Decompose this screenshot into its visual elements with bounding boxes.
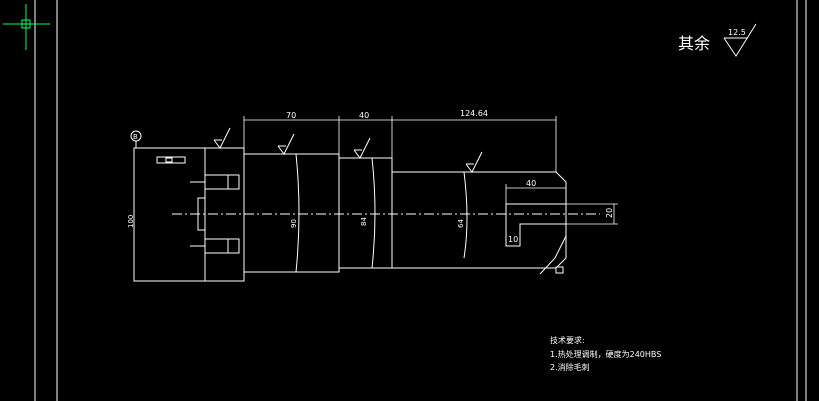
surface-finish-note[interactable]: 其余 12.5 [678,23,757,57]
drawing-frame [34,0,807,401]
dim-len-section-2[interactable]: 40 [359,111,369,120]
dimension-lines [243,116,618,225]
dim-slot-depth[interactable]: 10 [508,235,518,244]
datum-symbol: B [130,130,142,148]
surface-finish-label: 其余 [678,34,710,53]
dim-len-section-1[interactable]: 70 [286,111,296,120]
dim-dia-step-3[interactable]: 64 [457,219,465,228]
roughness-symbol-icon [723,23,757,57]
tech-requirements-title: 技术要求: [550,335,585,345]
roughness-symbols [213,127,567,275]
tech-requirement-item: 1.热处理调制，硬度为240HBS [550,349,661,359]
surface-finish-roughness: 12.5 [728,28,746,37]
dim-len-section-3[interactable]: 124.64 [460,109,488,118]
tech-requirement-item: 2.消除毛刺 [550,362,590,372]
dim-len-slot[interactable]: 40 [526,179,536,188]
dim-dia-step-2[interactable]: 84 [360,217,368,226]
crosshair-cursor-icon [3,4,50,50]
flange-features [156,156,240,254]
tech-requirements[interactable]: 技术要求: 1.热处理调制，硬度为240HBS 2.消除毛刺 [550,335,661,372]
dim-dia-step-1[interactable]: 90 [290,219,298,228]
dim-slot-width[interactable]: 20 [605,208,614,218]
dim-dia-flange[interactable]: 100 [127,215,135,228]
datum-label: B [133,133,138,141]
